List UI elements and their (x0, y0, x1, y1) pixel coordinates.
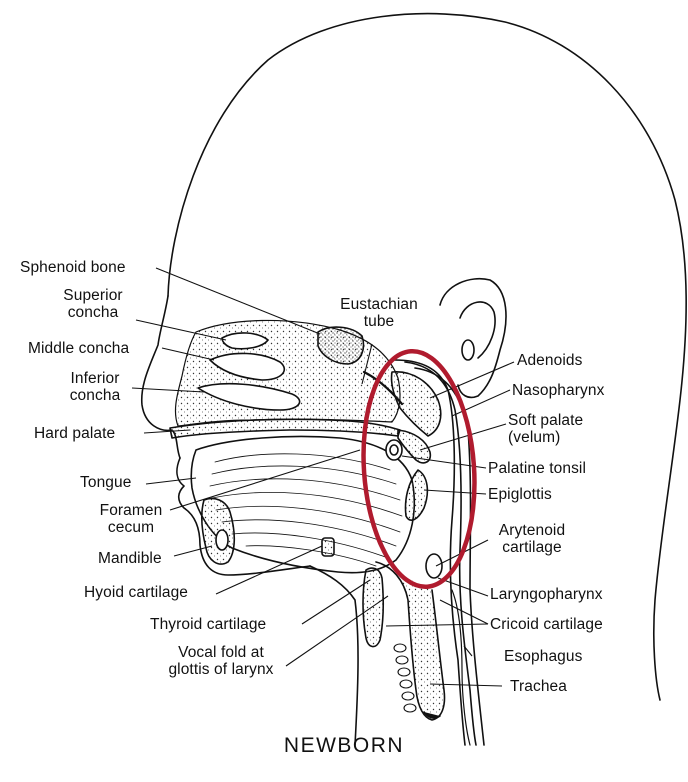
label-superior-concha: Superior concha (58, 287, 128, 321)
label-epiglottis: Epiglottis (488, 486, 552, 503)
label-soft-palate-line1: Soft palate (508, 412, 583, 429)
label-tongue: Tongue (80, 474, 131, 491)
label-mandible: Mandible (98, 550, 162, 567)
label-foramen-cecum: Foramen cecum (96, 502, 166, 536)
label-esophagus: Esophagus (504, 648, 582, 665)
tongue-striations (210, 454, 402, 566)
label-inferior-concha-line2: concha (60, 387, 130, 404)
hyoid-shape (322, 538, 334, 556)
label-arytenoid-line1: Arytenoid (484, 522, 580, 539)
label-arytenoid-line2: cartilage (484, 539, 580, 556)
label-inferior-concha: Inferior concha (60, 370, 130, 404)
label-hard-palate: Hard palate (34, 425, 115, 442)
label-palatine-tonsil: Palatine tonsil (488, 460, 586, 477)
label-laryngopharynx: Laryngopharynx (490, 586, 603, 603)
label-superior-concha-line2: concha (58, 304, 128, 321)
label-sphenoid-bone: Sphenoid bone (20, 259, 126, 276)
label-nasopharynx: Nasopharynx (512, 382, 604, 399)
diagram-caption: NEWBORN (0, 734, 688, 758)
lip-chin (177, 458, 310, 575)
label-cricoid-cartilage: Cricoid cartilage (490, 616, 603, 633)
label-thyroid-cartilage: Thyroid cartilage (150, 616, 266, 633)
leader-tongue (146, 478, 196, 484)
label-arytenoid-cartilage: Arytenoid cartilage (484, 522, 580, 556)
label-eustachian-tube-line2: tube (334, 313, 424, 330)
label-foramen-cecum-line2: cecum (96, 519, 166, 536)
arytenoid-shape (426, 554, 442, 578)
label-soft-palate: Soft palate (velum) (508, 412, 583, 446)
label-soft-palate-line2: (velum) (508, 429, 583, 446)
ear-canal (462, 340, 474, 360)
label-inferior-concha-line1: Inferior (60, 370, 130, 387)
adenoids-shape (391, 372, 440, 436)
label-eustachian-tube-line1: Eustachian (334, 296, 424, 313)
palatine-tonsil-shape (386, 440, 402, 460)
epiglottis-shape (406, 470, 428, 520)
label-middle-concha: Middle concha (28, 340, 129, 357)
label-foramen-cecum-line1: Foramen (96, 502, 166, 519)
label-trachea: Trachea (510, 678, 567, 695)
mandible-tooth (216, 530, 228, 550)
thyroid-cartilage-shape (363, 568, 383, 647)
label-vocal-fold: Vocal fold at glottis of larynx (156, 644, 286, 678)
label-adenoids: Adenoids (517, 352, 582, 369)
label-hyoid-cartilage: Hyoid cartilage (84, 584, 188, 601)
leader-thyroid (302, 580, 370, 624)
ear-inner (460, 302, 495, 358)
label-eustachian-tube: Eustachian tube (334, 296, 424, 330)
leader-foramen-cecum (170, 450, 360, 510)
label-vocal-fold-line2: glottis of larynx (156, 661, 286, 678)
label-superior-concha-line1: Superior (58, 287, 128, 304)
label-vocal-fold-line1: Vocal fold at (156, 644, 286, 661)
leader-cricoid-2 (440, 600, 488, 624)
